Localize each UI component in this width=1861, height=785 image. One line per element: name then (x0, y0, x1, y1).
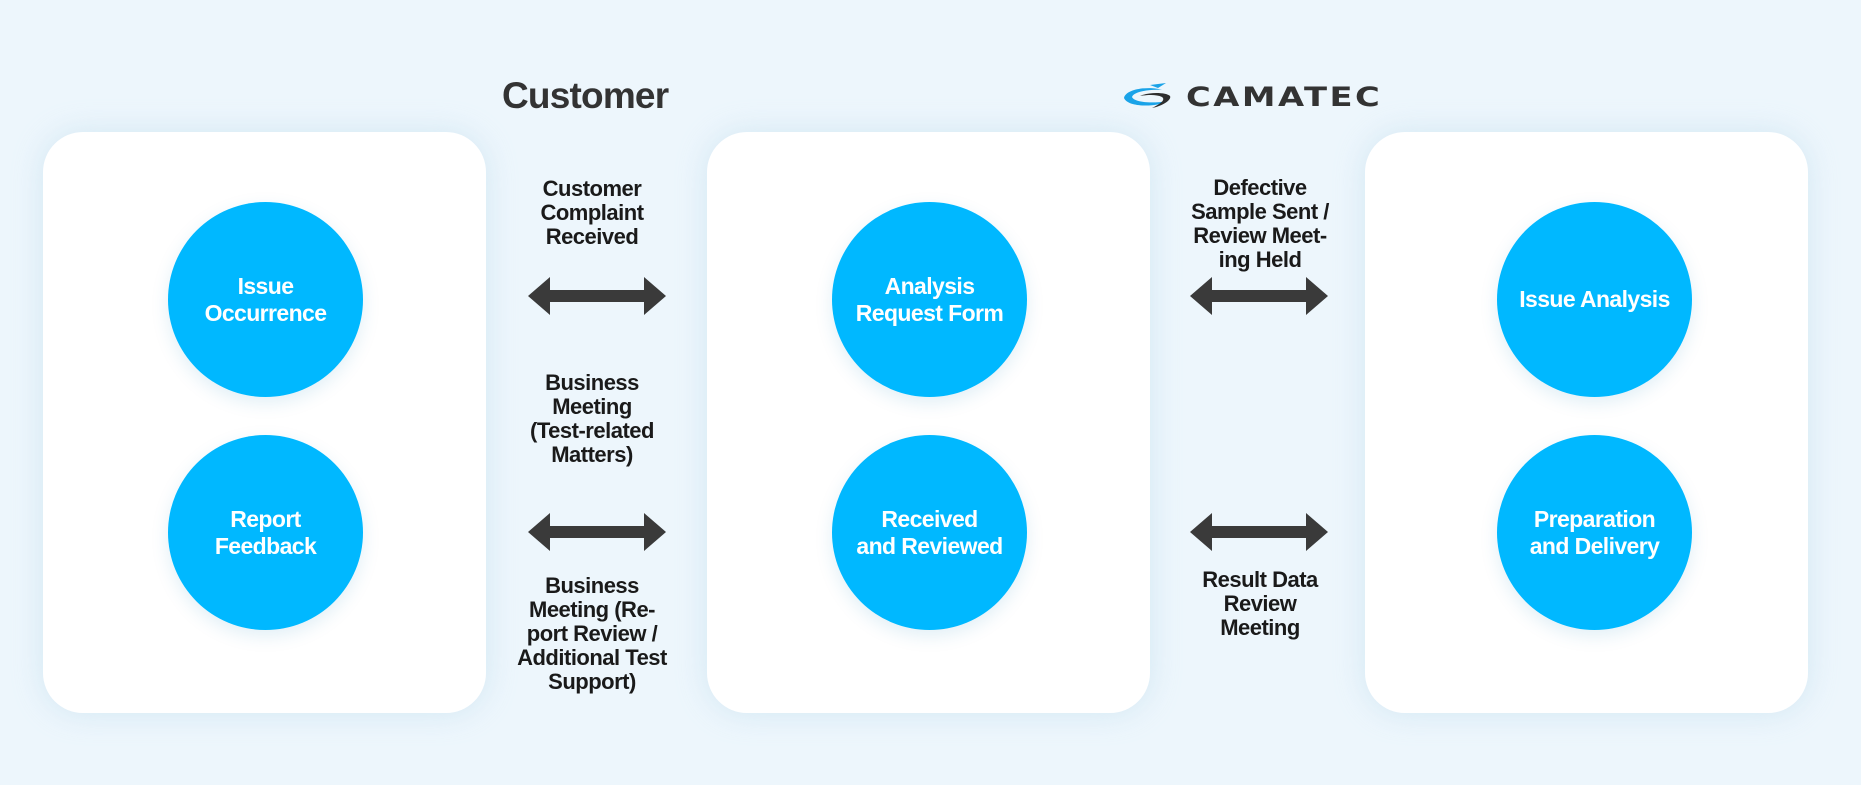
label-defective-sample-sent: Defective Sample Sent / Review Meet- ing… (1191, 175, 1329, 272)
camatec-logo: CAMATEC (1122, 82, 1380, 113)
double-arrow-icon (1190, 513, 1328, 551)
label-customer-complaint-received: Customer Complaint Received (540, 176, 644, 249)
label-business-meeting-report: Business Meeting (Re- port Review / Addi… (517, 573, 667, 694)
label-business-meeting-test: Business Meeting (Test-related Matters) (530, 370, 654, 467)
double-arrow-icon (1190, 277, 1328, 315)
label-result-data-review: Result Data Review Meeting (1202, 567, 1318, 640)
node-report-feedback: Report Feedback (168, 435, 363, 630)
camatec-swoosh-icon (1124, 83, 1171, 108)
camatec-logo-text: CAMATEC (1186, 81, 1383, 113)
node-issue-occurrence: Issue Occurrence (168, 202, 363, 397)
node-issue-analysis: Issue Analysis (1497, 202, 1692, 397)
node-preparation-and-delivery: Preparation and Delivery (1497, 435, 1692, 630)
node-analysis-request-form: Analysis Request Form (832, 202, 1027, 397)
node-received-and-reviewed: Received and Reviewed (832, 435, 1027, 630)
customer-heading: Customer (502, 75, 669, 116)
double-arrow-icon (528, 277, 666, 315)
double-arrow-icon (528, 513, 666, 551)
